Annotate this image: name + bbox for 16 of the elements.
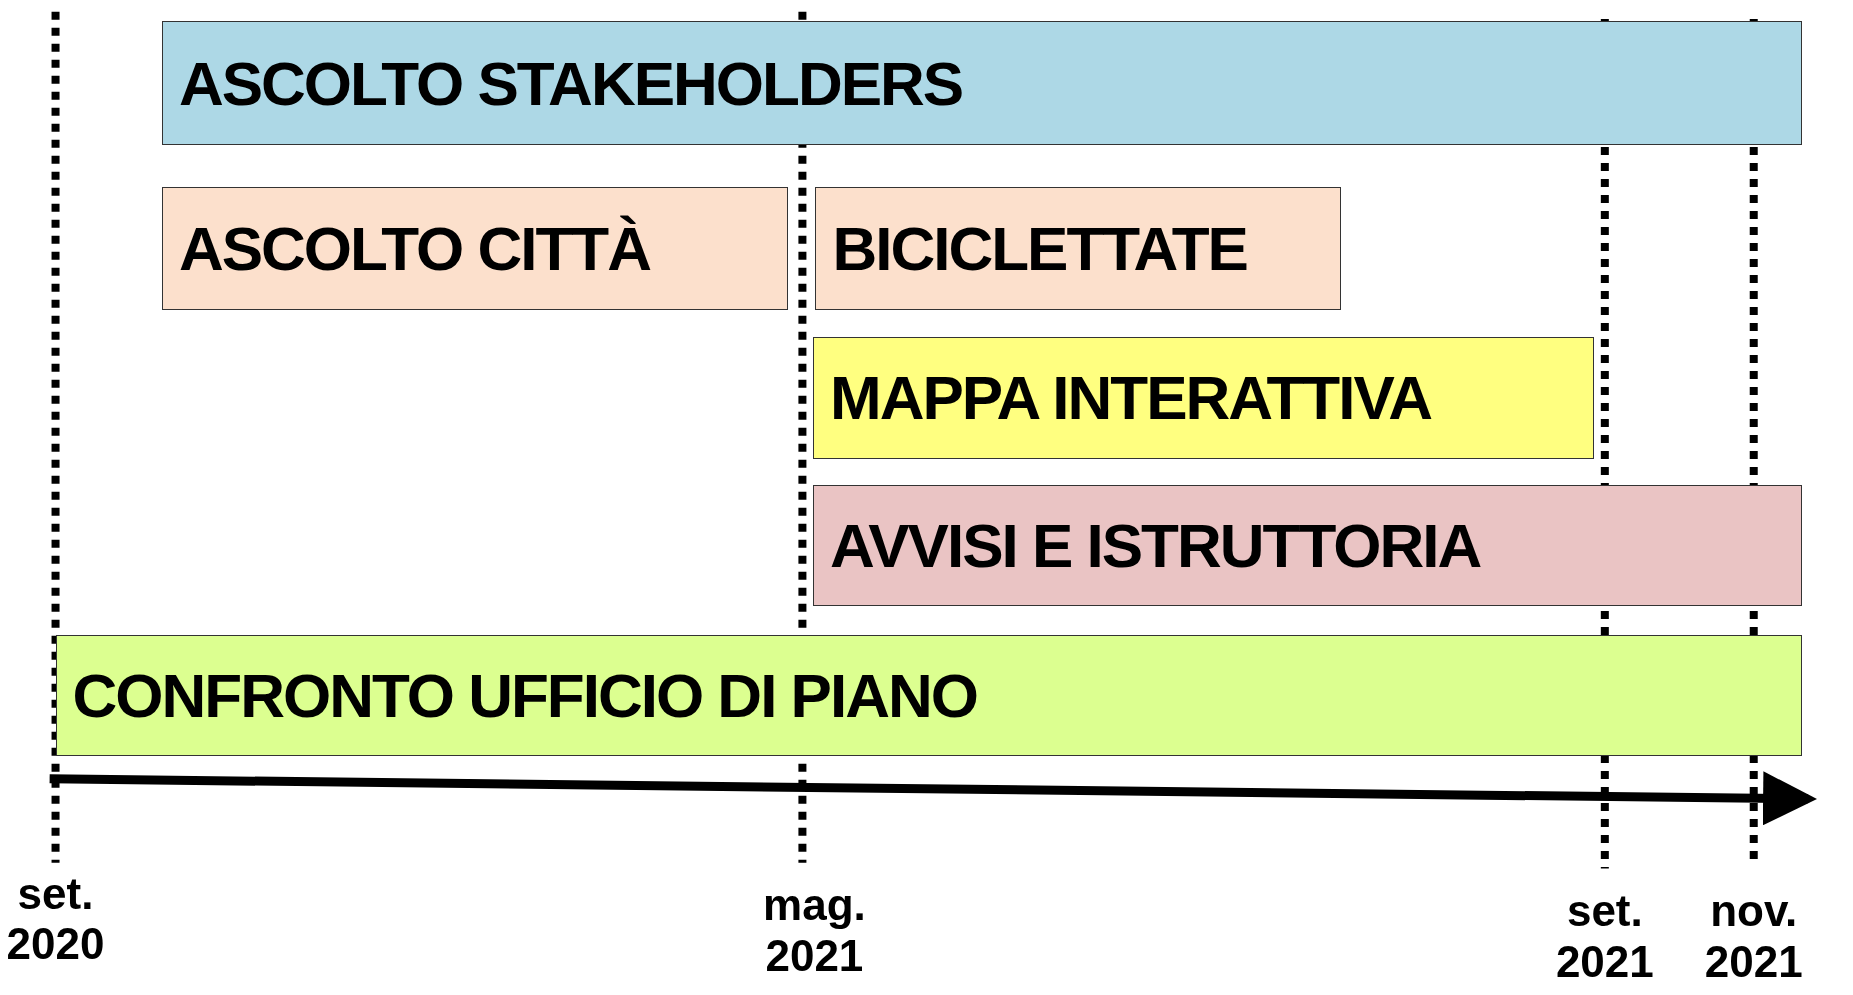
date-label: mag. 2021 xyxy=(763,880,866,982)
activity-label: AVVISI E ISTRUTTORIA xyxy=(829,509,1481,581)
activity-bar xyxy=(815,186,1342,310)
activity-label: CONFRONTO UFFICIO DI PIANO xyxy=(71,659,977,731)
date-label: set. 2021 xyxy=(1555,886,1654,988)
activity-bar xyxy=(55,634,1803,757)
activity-bar xyxy=(161,186,789,310)
date-label: set. 2020 xyxy=(6,868,105,970)
activity-label: BICICLETTATE xyxy=(831,212,1247,284)
activity-bar xyxy=(813,484,1803,607)
activity-label: MAPPA INTERATTIVA xyxy=(829,362,1431,434)
activity-label: ASCOLTO STAKEHOLDERS xyxy=(177,47,963,119)
activity-label: ASCOLTO CITTÀ xyxy=(177,212,650,284)
date-label: nov. 2021 xyxy=(1704,886,1803,988)
activity-bar xyxy=(813,336,1595,459)
activity-bar xyxy=(161,21,1803,146)
